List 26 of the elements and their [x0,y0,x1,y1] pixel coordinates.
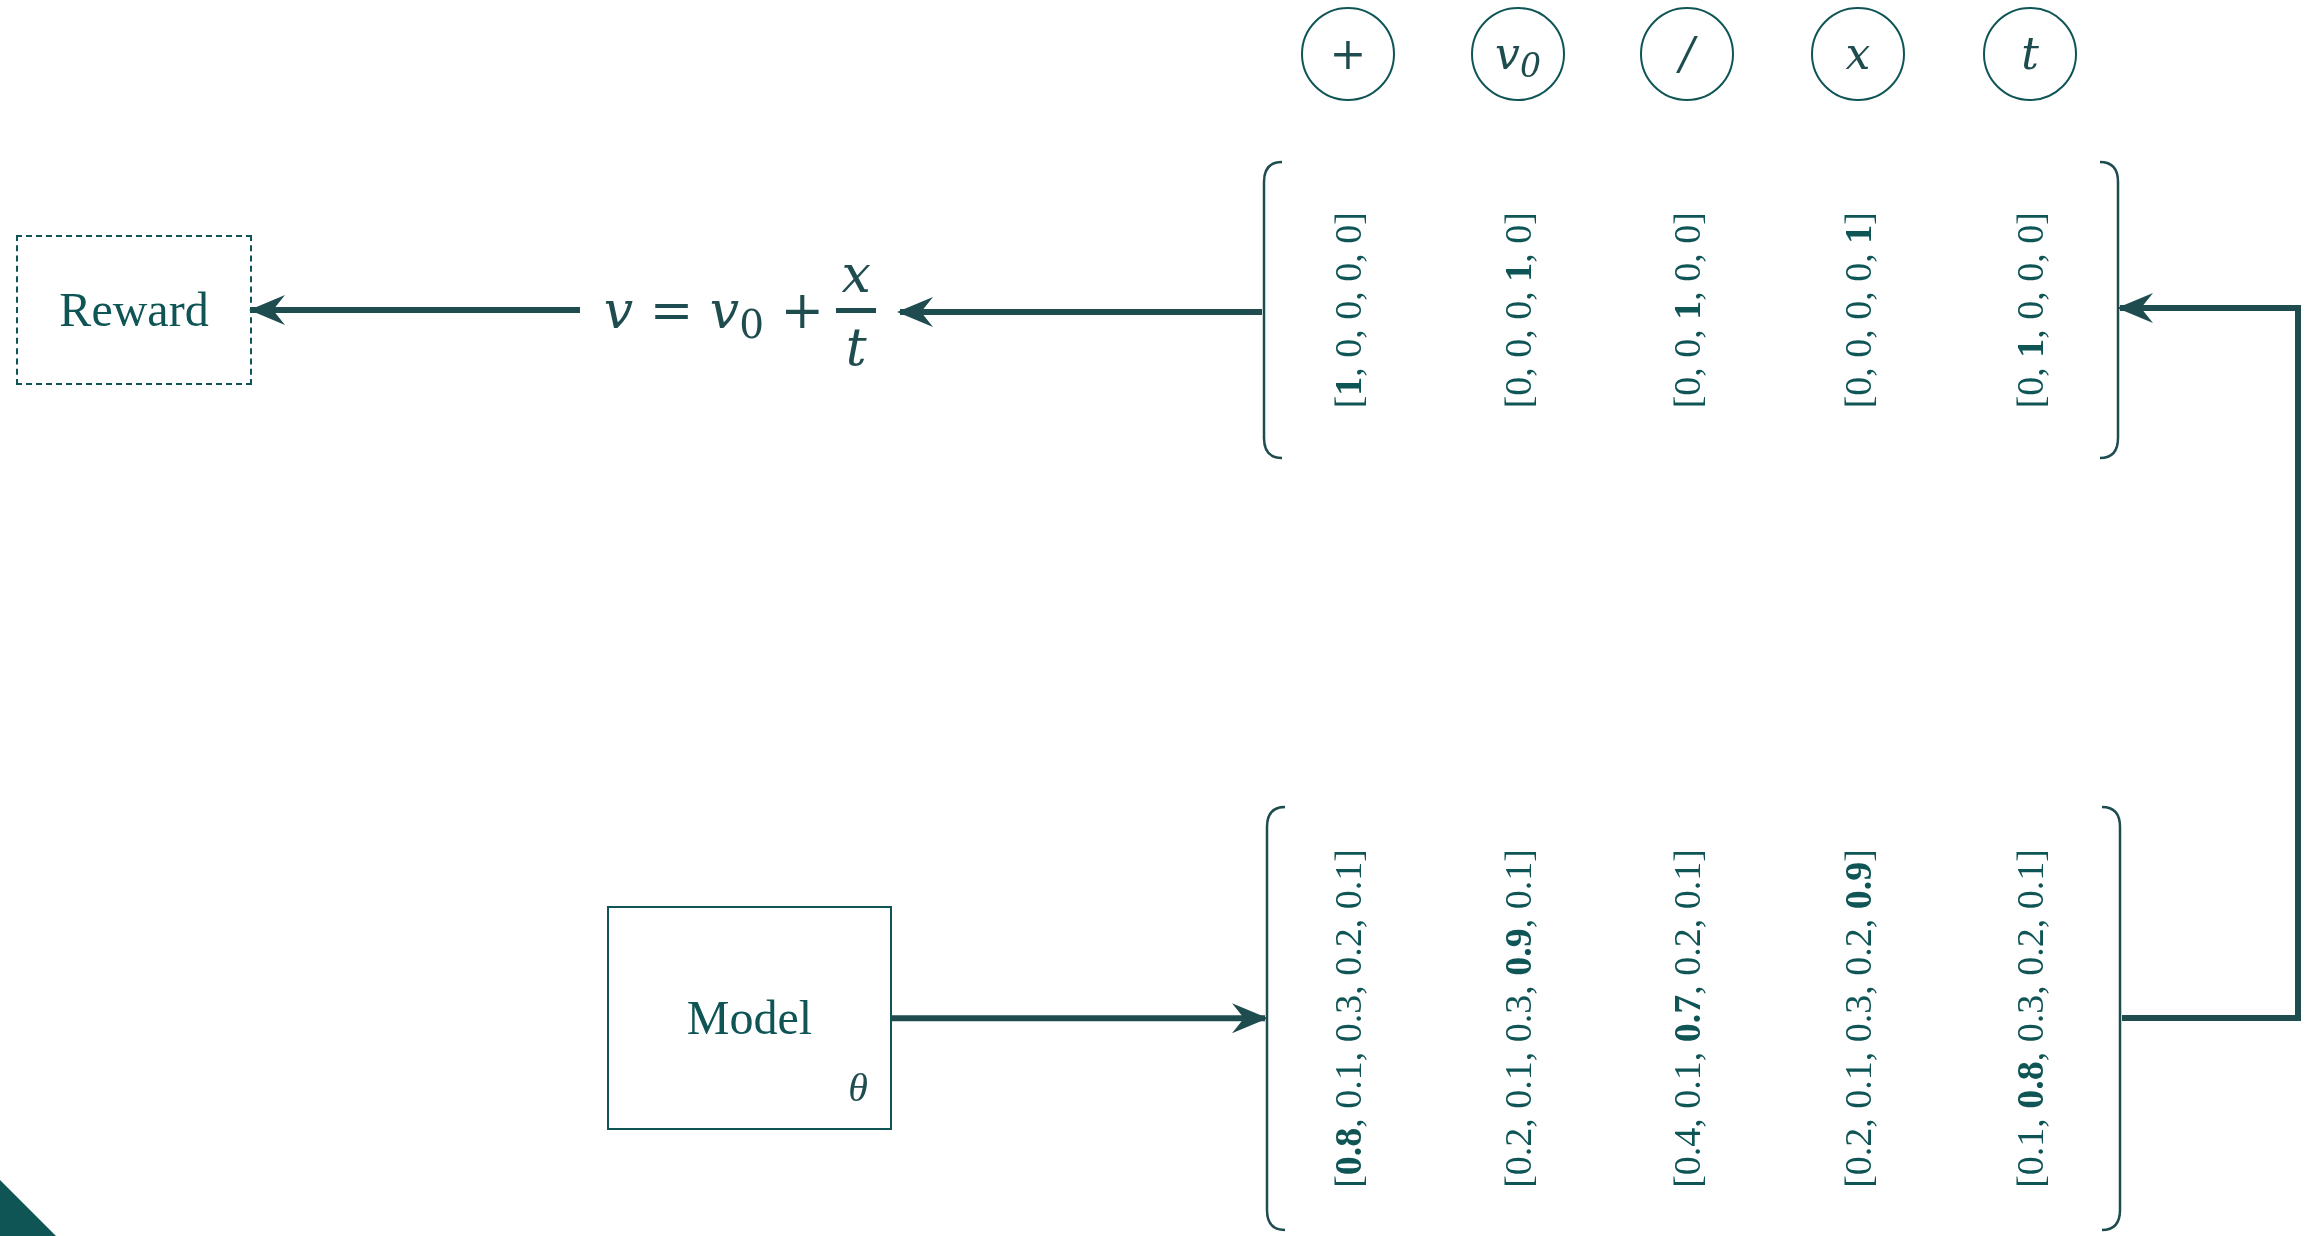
vector-text: [0, 1, 0, 0, 0] [2007,211,2052,409]
box-label: Model [686,990,813,1046]
box-label: Reward [59,282,209,338]
numerator: x [840,247,872,300]
token-symbol: x [1845,27,1871,81]
token-symbol: t [2021,27,2039,81]
formula-text: v = v$_{0}$ + [603,279,825,349]
vector-text: [0, 0, 1, 0, 0] [1664,211,1709,409]
vector-text: [0.2, 0.1, 0.3, 0.2, 0.9] [1835,849,1880,1188]
parameter-symbol: θ [848,1064,868,1112]
vector-text: [0.8, 0.1, 0.3, 0.2, 0.1] [1325,849,1370,1188]
vector-text: [0.4, 0.1, 0.7, 0.2, 0.1] [1664,849,1709,1188]
denominator: t [844,320,868,373]
arrow [892,1003,1268,1034]
vector-text: [1, 0, 0, 0, 0] [1325,211,1370,409]
arrow [249,295,580,325]
vector-text: [0.1, 0.8, 0.3, 0.2, 0.1] [2007,849,2052,1188]
token-symbol: v$_{0}$ [1495,27,1541,87]
arrow [2117,293,2301,1021]
model-box [607,906,892,1130]
arrow [897,297,1262,327]
vector-text: [0.2, 0.1, 0.3, 0.9, 0.1] [1495,849,1540,1188]
reward-box [16,235,252,385]
vector-text: [0, 0, 0, 0, 1] [1835,211,1880,409]
vector-text: [0, 0, 0, 1, 0] [1495,211,1540,409]
token-symbol: + [1329,27,1367,81]
